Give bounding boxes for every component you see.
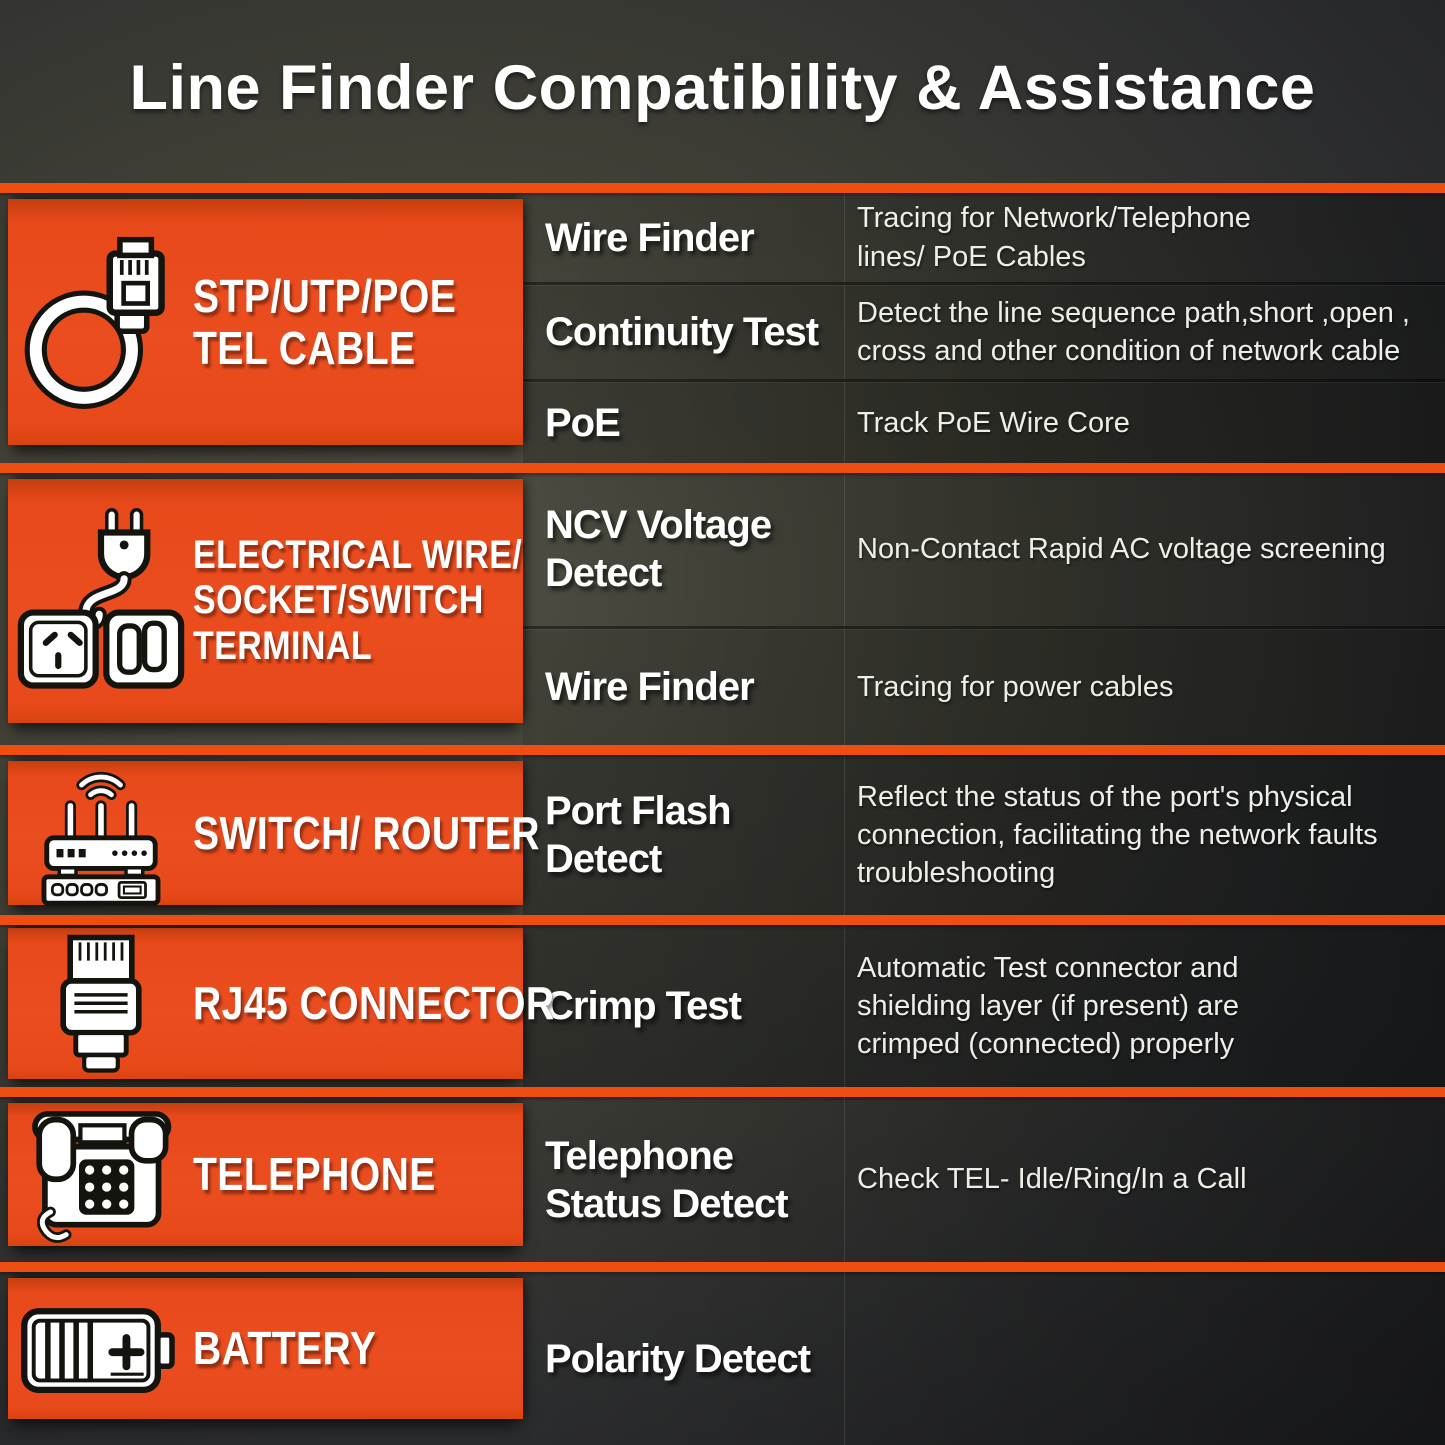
- feature-description: Non-Contact Rapid AC voltage screening: [857, 533, 1386, 566]
- category-label: ELECTRICAL WIRE/ SOCKET/SWITCH TERMINAL: [193, 532, 523, 668]
- feature-description: Tracing for power cables: [857, 670, 1174, 703]
- category-label: SWITCH/ ROUTER: [193, 806, 540, 859]
- feature-list: Telephone Status Detect Check TEL- Idle/R…: [523, 1097, 1445, 1262]
- category-block: BATTERY: [8, 1278, 523, 1419]
- feature-description: Detect the line sequence path,short ,ope…: [857, 297, 1410, 368]
- table-row: BATTERY Polarity Detect: [0, 1262, 1445, 1445]
- page-title: Line Finder Compatibility & Assistance: [129, 53, 1316, 123]
- feature-name: Wire Finder: [523, 628, 845, 745]
- feature-description: Check TEL- Idle/Ring/In a Call: [857, 1163, 1247, 1196]
- feature-row: Telephone Status Detect Check TEL- Idle/R…: [523, 1097, 1445, 1262]
- rj45-connector-icon: [8, 930, 193, 1078]
- telephone-icon: [8, 1104, 193, 1246]
- category-block: STP/UTP/POE TEL CABLE: [8, 199, 523, 445]
- row-separator-strip: [0, 745, 1445, 755]
- feature-name: Continuity Test: [523, 285, 845, 380]
- feature-row: PoE Track PoE Wire Core: [523, 379, 1445, 463]
- feature-description: Track PoE Wire Core: [857, 406, 1130, 439]
- feature-description: [845, 1272, 1445, 1445]
- feature-list: NCV Voltage Detect Non-Contact Rapid AC v…: [523, 473, 1445, 745]
- category-label: BATTERY: [193, 1322, 377, 1375]
- feature-list: Polarity Detect: [523, 1272, 1445, 1445]
- feature-name: Crimp Test: [523, 925, 845, 1087]
- table-row: ELECTRICAL WIRE/ SOCKET/SWITCH TERMINAL …: [0, 463, 1445, 745]
- row-separator-strip: [0, 183, 1445, 193]
- feature-name: PoE: [523, 382, 845, 463]
- row-separator-strip: [0, 463, 1445, 473]
- row-separator-strip: [0, 1262, 1445, 1272]
- row-separator-strip: [0, 1087, 1445, 1097]
- category-block: RJ45 CONNECTOR: [8, 928, 554, 1079]
- feature-description: Reflect the status of the port's physica…: [857, 780, 1378, 890]
- table-row: TELEPHONE Telephone Status Detect Check T…: [0, 1087, 1445, 1262]
- feature-name: Polarity Detect: [523, 1272, 845, 1445]
- category-label: TELEPHONE: [193, 1148, 436, 1201]
- feature-name: Wire Finder: [523, 193, 845, 283]
- category-block: TELEPHONE: [8, 1103, 523, 1246]
- category-label: STP/UTP/POE TEL CABLE: [193, 269, 457, 374]
- feature-description: Automatic Test connector and shielding l…: [857, 951, 1240, 1061]
- feature-row: NCV Voltage Detect Non-Contact Rapid AC v…: [523, 473, 1445, 626]
- row-separator-strip: [0, 915, 1445, 925]
- category-block: SWITCH/ ROUTER: [8, 760, 540, 906]
- ethernet-cable-icon: [8, 227, 193, 417]
- router-switch-icon: [8, 760, 193, 906]
- category-block: ELECTRICAL WIRE/ SOCKET/SWITCH TERMINAL: [8, 479, 523, 723]
- battery-icon: [8, 1294, 193, 1404]
- feature-row: Wire Finder Tracing for power cables: [523, 625, 1445, 745]
- plug-socket-switch-icon: [8, 503, 193, 699]
- feature-name: NCV Voltage Detect: [523, 473, 845, 626]
- feature-row: Polarity Detect: [523, 1272, 1445, 1445]
- feature-description: Tracing for Network/Telephone lines/ PoE…: [857, 202, 1251, 273]
- feature-name: Port Flash Detect: [523, 755, 845, 915]
- feature-name: Telephone Status Detect: [523, 1097, 845, 1262]
- category-label: RJ45 CONNECTOR: [193, 977, 555, 1030]
